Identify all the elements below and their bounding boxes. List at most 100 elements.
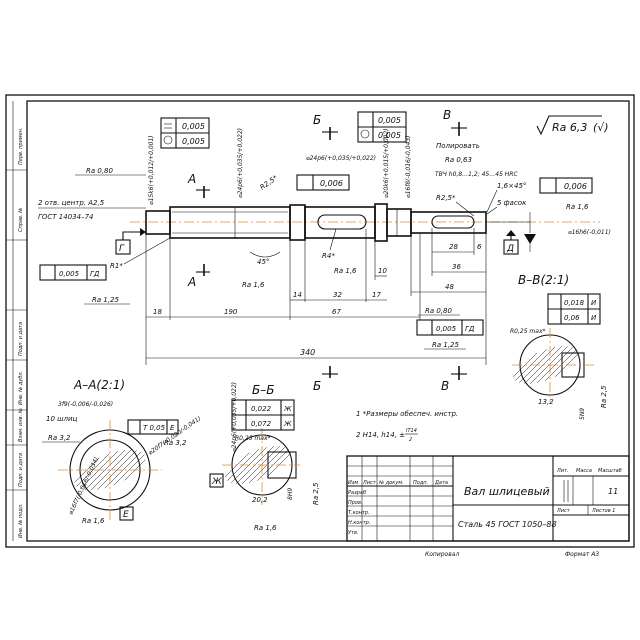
bb-r: R0,25 max* <box>235 435 271 442</box>
vv-w2: 5N9 <box>579 408 586 420</box>
aa-ra32b: Ra 3,2 <box>164 439 187 447</box>
dim-14: 14 <box>293 291 302 299</box>
req-2b: IT14 <box>406 428 417 434</box>
hatch-line <box>104 451 142 489</box>
aa-ra16: Ra 1,6 <box>82 517 105 525</box>
note-ra16a: Ra 1,6 <box>242 281 265 289</box>
roughness-notes: Ra 0,80 2 отв. центр. A2,5 ГОСТ 14034–74… <box>38 142 589 350</box>
tech-requirements: 1 *Размеры обеспеч. инстр. 2 H14, h14, ±… <box>356 410 458 443</box>
note-ra080b: Ra 0,80 <box>425 307 453 315</box>
section-v-top: В <box>443 108 451 122</box>
tb-prov: Пров. <box>348 500 363 506</box>
vv-tol1-ref: И <box>591 299 597 307</box>
inner-frame <box>26 100 630 542</box>
dim-18: 18 <box>153 308 162 316</box>
bb-w2: 8H9 <box>287 488 294 500</box>
tb-mass: 11 <box>608 487 618 496</box>
tb-ndoc: № докум. <box>378 480 404 486</box>
side-perv: Перв. примен. <box>18 127 24 165</box>
req-1: 1 *Размеры обеспеч. инстр. <box>356 410 458 418</box>
tb-material: Сталь 45 ГОСТ 1050–88 <box>458 520 557 529</box>
dim-dia16h: ⌀16h6(-0,011) <box>568 229 611 236</box>
title-block: Изм Лист № докум. Подп. Дата Разраб Пров… <box>346 455 630 558</box>
bb-w: 20,2 <box>252 496 268 504</box>
aa-spline: 3f9(-0,006/-0,026) <box>58 401 113 408</box>
dim-r4: R4* <box>322 252 335 260</box>
view-vv-title: В–В(2:1) <box>518 273 569 287</box>
bb-ra16: Ra 1,6 <box>254 524 277 532</box>
dim-dia24a: ⌀24p6(+0,035/+0,022) <box>237 128 244 198</box>
dim-chamfer: 1,6×45° <box>497 182 526 190</box>
bb-tol1-val: 0,022 <box>251 405 272 413</box>
datum-e: Е <box>123 510 129 520</box>
vv-tol1-val: 0,018 <box>564 299 585 307</box>
aa-tol-val: Т 0,05 <box>143 424 166 432</box>
vv-r: R0,25 max* <box>510 328 546 335</box>
view-bb-title: Б–Б <box>252 383 274 397</box>
tb-izm: Изм <box>348 480 358 486</box>
tb-name: Вал шлицевый <box>464 485 550 498</box>
note-centers-std: ГОСТ 14034–74 <box>38 213 93 221</box>
roughness-paren: (√) <box>593 121 609 134</box>
dim-190: 190 <box>224 308 238 316</box>
hatch-line <box>74 457 100 483</box>
vv-tol2-val: 0,06 <box>564 314 580 322</box>
datum-d: Д <box>506 244 514 254</box>
dim-r25b: R2,5* <box>436 194 456 202</box>
side-podp-d2: Подп. и дата <box>18 453 24 487</box>
tb-razrab: Разраб <box>348 490 366 496</box>
dim-dia15: ⌀15k6(+0,012/+0,001) <box>148 135 155 205</box>
hatch-line <box>84 449 126 491</box>
dim-48: 48 <box>445 283 454 291</box>
tb-utv: Утв. <box>348 530 359 536</box>
section-a-top: А <box>187 172 196 186</box>
note-hardening: ТВЧ h0,8…1,2; 45…45 HRC <box>435 171 518 178</box>
aa-count: 10 шлиц <box>46 415 78 423</box>
bb-dia: ⌀24p6(+0,035/+0,022) <box>231 382 238 452</box>
aa-d20: ⌀20f7(-0,020/-0,041) <box>147 415 202 457</box>
tol-gd2-ref: ГД <box>465 325 475 333</box>
section-bb: Б–Б ⌀24p6(+0,035/+0,022) R0,25 max* 20,2… <box>209 382 320 532</box>
section-b-bot: Б <box>313 379 321 393</box>
dim-dia16f: ⌀16f8(-0,016/-0,043) <box>405 135 412 198</box>
bb-tol2-val: 0,072 <box>251 420 272 428</box>
tol-4: 0,006 <box>564 182 587 191</box>
tb-list: Лист <box>556 508 571 514</box>
dim-36: 36 <box>452 263 461 271</box>
note-ra063: Ra 0,63 <box>445 156 472 164</box>
tb-lit: Лит. <box>556 468 569 474</box>
dim-45deg: 45° <box>257 258 269 266</box>
tol-gd1-ref: ГД <box>90 270 100 278</box>
dim-dia20: ⌀20k6(+0,015/+0,002) <box>383 128 390 198</box>
aa-tol-ref: Е <box>170 424 175 432</box>
note-ra125b: Ra 1,25 <box>432 341 460 349</box>
hatch-line <box>113 454 145 486</box>
note-ra16c: Ra 1,6 <box>566 203 589 211</box>
section-markers: А А Б Б В В <box>187 108 467 393</box>
tol-1a: 0,005 <box>182 122 205 131</box>
bb-tol2-ref: Ж <box>283 420 292 428</box>
tol-3: 0,006 <box>320 179 343 188</box>
roughness-general: Ra 6,3 <box>552 121 587 134</box>
note-ra080a: Ra 0,80 <box>86 167 114 175</box>
section-b-top: Б <box>313 113 321 127</box>
vv-w: 13,2 <box>538 398 554 406</box>
tb-podp: Подп. <box>413 480 428 486</box>
dim-10: 10 <box>378 267 387 275</box>
note-centers: 2 отв. центр. A2,5 <box>38 199 105 207</box>
tb-list-col: Лист <box>362 480 377 486</box>
side-inv-dubl: Инв. № дубл. <box>18 371 24 405</box>
dim-32: 32 <box>333 291 342 299</box>
tolerance-frames: 0,005 0,005 0,005 0,005 0,006 0,006 0,00… <box>39 111 593 336</box>
dim-67: 67 <box>332 308 341 316</box>
outer-frame <box>5 94 635 548</box>
side-inv-podl: Инв. № подл. <box>18 504 24 539</box>
dim-r25a: R2,5* <box>259 174 280 192</box>
section-v-bot: В <box>441 379 449 393</box>
tb-listov: Листов 1 <box>591 508 615 514</box>
vv-ra25: Ra 2,5 <box>600 385 608 408</box>
tb-kopir: Копировал <box>425 551 459 558</box>
datum-g: Г <box>119 244 125 254</box>
hatch-line <box>90 449 132 491</box>
